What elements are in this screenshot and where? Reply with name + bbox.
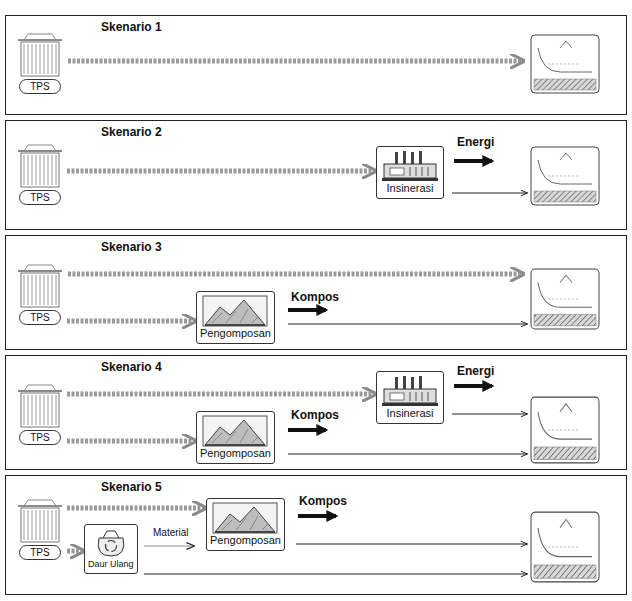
scenario-heading: Skenario 3: [101, 240, 162, 254]
waste-flow-arrow: [67, 506, 204, 511]
scenario-heading: Skenario 4: [101, 360, 162, 374]
waste-flow-arrow: [68, 59, 522, 64]
unit-label: Daur Ulang: [88, 558, 134, 570]
material-arrow: [144, 545, 194, 546]
scenario-panel: Skenario 3 TPS Pengomposan Kompos: [5, 235, 627, 350]
tps-bin: TPS: [14, 381, 66, 445]
tps-label: TPS: [19, 79, 61, 94]
waste-flow-arrow: [67, 319, 194, 324]
landfill-icon: [531, 397, 599, 463]
unit-label: Insinerasi: [380, 407, 440, 420]
tps-bin: TPS: [14, 496, 66, 560]
tps-bin: TPS: [14, 141, 66, 205]
flow-label: Kompos: [290, 408, 340, 422]
output-arrow: [288, 308, 326, 312]
tps-bin: TPS: [14, 261, 66, 325]
komp-icon: [212, 502, 278, 534]
scenario-panel: Skenario 5 TPS Daur Ulang Pengomposan Kompos…: [5, 475, 627, 595]
komp-icon: [202, 295, 268, 327]
bin-icon: [14, 261, 66, 309]
residue-line: [288, 454, 527, 455]
composting-box: Pengomposan: [206, 498, 285, 551]
waste-flow-arrow: [67, 439, 194, 444]
flow-label: Kompos: [290, 290, 340, 304]
scenario-panel: Skenario 2 TPS Insinerasi Energi: [5, 120, 627, 230]
landfill-icon: [531, 269, 599, 329]
composting-box: Pengomposan: [196, 291, 275, 344]
ins-icon: [380, 375, 440, 407]
unit-label: Pengomposan: [200, 327, 271, 340]
unit-label: Pengomposan: [200, 447, 271, 460]
output-arrow: [288, 428, 326, 432]
tps-label: TPS: [19, 310, 61, 325]
incinerator-box: Insinerasi: [376, 146, 444, 199]
waste-flow-arrow: [67, 169, 374, 174]
scenario-3-art: [68, 269, 599, 329]
scenario-1-art: [68, 35, 599, 93]
residue-line: [296, 544, 527, 545]
residue-line: [452, 193, 527, 194]
scenario-heading: Skenario 2: [101, 125, 162, 139]
scenario-panel: Skenario 4 TPS InsinerasiPengomposan Energi…: [5, 355, 627, 470]
komp-icon: [202, 415, 268, 447]
output-arrow: [298, 514, 336, 518]
tps-label: TPS: [19, 190, 61, 205]
tps-label: TPS: [19, 430, 61, 445]
incinerator-box: Insinerasi: [376, 371, 444, 424]
flow-label: Energi: [456, 364, 495, 378]
residue-line: [144, 574, 527, 575]
landfill-icon: [531, 35, 599, 93]
ins-icon: [380, 150, 440, 182]
waste-flow-arrow: [67, 549, 82, 554]
output-arrow: [454, 384, 492, 388]
flow-label: Energi: [456, 135, 495, 149]
landfill-icon: [531, 147, 599, 205]
flow-label: Material: [152, 526, 190, 540]
unit-label: Insinerasi: [380, 182, 440, 195]
bin-icon: [14, 381, 66, 429]
bin-icon: [14, 496, 66, 544]
waste-flow-arrow: [68, 272, 522, 277]
waste-flow-arrow: [67, 392, 374, 397]
scenario-panel: Skenario 1 TPS: [5, 15, 627, 115]
scenario-heading: Skenario 1: [101, 20, 162, 34]
flow-label: Kompos: [298, 494, 348, 508]
recycling-box: Daur Ulang: [84, 524, 138, 574]
residue-line: [288, 324, 527, 325]
landfill-icon: [531, 512, 599, 582]
residue-line: [452, 414, 527, 415]
bin-icon: [14, 30, 66, 78]
daur-icon: [91, 528, 131, 558]
output-arrow: [454, 159, 492, 163]
scenario-2-art: [452, 147, 599, 205]
scenario-heading: Skenario 5: [101, 480, 162, 494]
tps-label: TPS: [19, 545, 61, 560]
bin-icon: [14, 141, 66, 189]
composting-box: Pengomposan: [196, 411, 275, 464]
tps-bin: TPS: [14, 30, 66, 94]
unit-label: Pengomposan: [210, 534, 281, 547]
